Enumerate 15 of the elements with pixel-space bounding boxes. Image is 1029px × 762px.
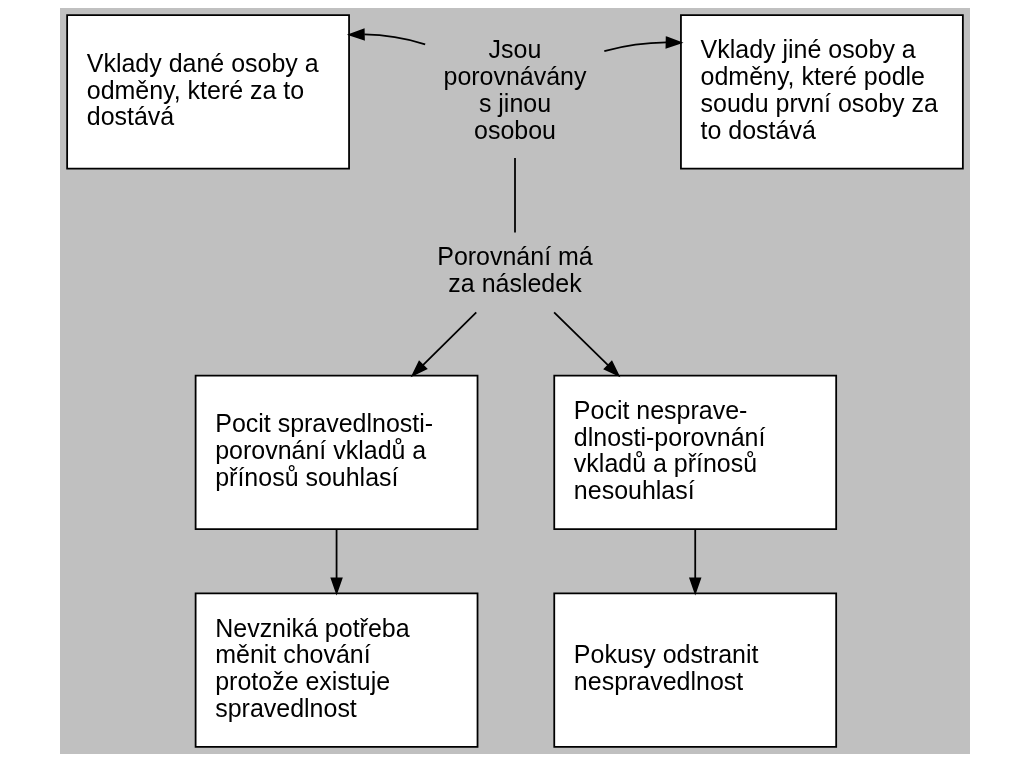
node-box: Vklady jiné osoby a odměny, které podle soudu první osoby za to dostává [679,14,964,170]
node-box: Nevzniká potřeba měnit chování protože existuje spravedlnost [194,592,478,748]
arrow [410,311,477,378]
node-box: Pocit spravedlnosti- porovnání vkladů a přínosů souhlasí [194,374,478,530]
arrow [688,528,701,596]
node-text: Porovnání má za následek [436,242,593,298]
arrow [346,28,426,46]
arrow [329,528,343,596]
node-box: Pocit nesprave- dlnosti-porovnání vkladů a přínosů nesouhlasí [552,374,837,530]
arrow [552,311,620,378]
arrow [602,36,683,52]
node-box: Pokusy odstranit nespravedlnost [552,592,837,748]
connector [513,157,516,234]
node-box: Vklady dané osoby a odměny, které za to dostává [65,14,350,170]
node-text: Jsou porovnávány s jinou osobou [443,35,586,144]
